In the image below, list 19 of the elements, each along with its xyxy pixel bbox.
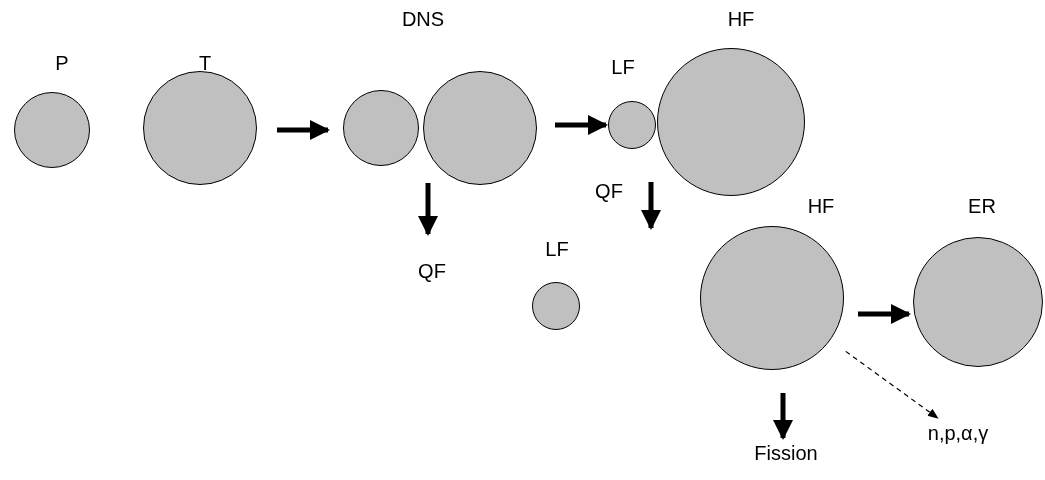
arrow [277, 120, 330, 140]
arrow [418, 183, 438, 236]
nucleus-label: LF [611, 56, 635, 78]
arrow [773, 393, 793, 440]
dashed-arrow [845, 350, 939, 419]
outcome-label: n,p,α,γ [927, 422, 989, 444]
nucleus-label: LF [545, 238, 569, 260]
nucleus-label: ER [968, 195, 996, 217]
arrow [555, 115, 608, 135]
nucleus-label: T [198, 52, 212, 74]
outcome-label: QF [418, 260, 446, 282]
arrow [858, 304, 911, 324]
nucleus-label: DNS [401, 8, 445, 30]
edge-label: QF [595, 180, 623, 202]
nucleus-label: HF [727, 8, 755, 30]
nucleus-label: HF [807, 195, 835, 217]
arrow [641, 182, 661, 230]
outcome-label: Fission [754, 442, 818, 464]
nucleus-label: P [55, 52, 69, 74]
